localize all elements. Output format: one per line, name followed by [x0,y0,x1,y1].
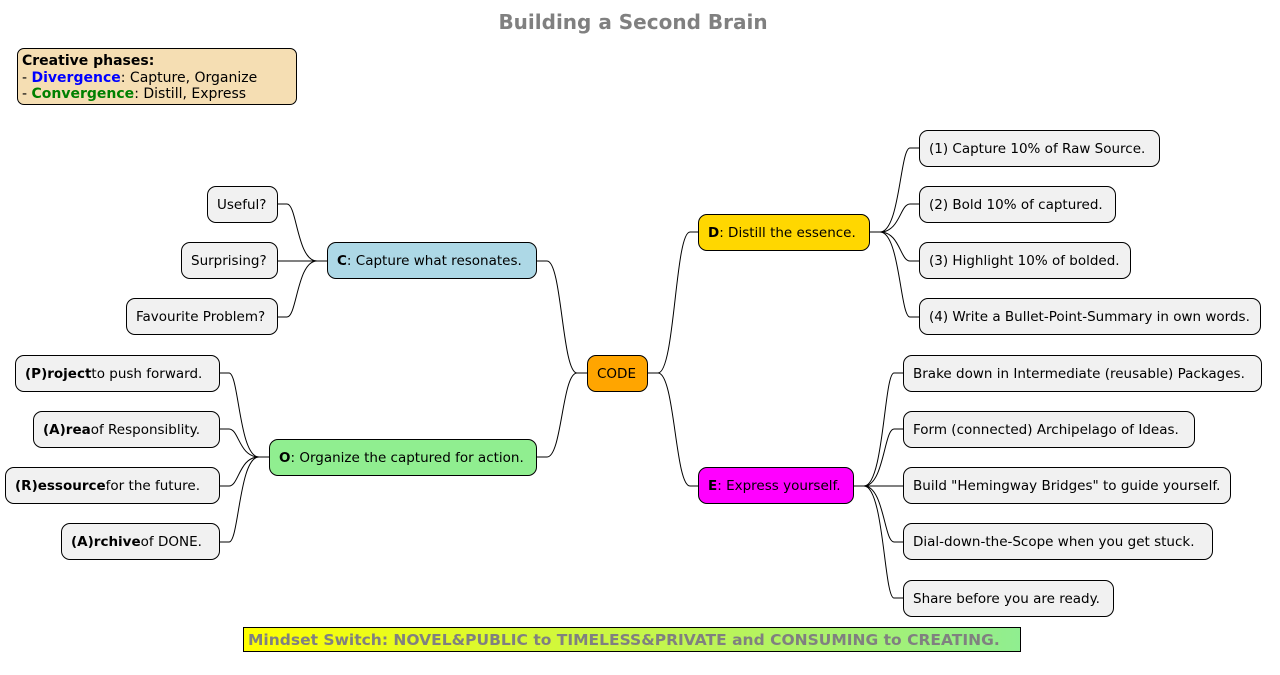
node-label: Surprising? [191,252,267,269]
branch-node-express: E: Express yourself. [698,467,854,504]
mindset-switch-caption: Mindset Switch: NOVEL&PUBLIC to TIMELESS… [243,627,1021,652]
link-d-3 [870,231,919,262]
node-label: (1) Capture 10% of Raw Source. [929,140,1146,157]
link-c-1 [278,203,327,262]
para-key: (A)rea [43,421,91,438]
link-e-2 [854,428,903,487]
node-label: Form (connected) Archipelago of Ideas. [913,421,1179,438]
para-key: (A)rchive [71,533,141,550]
link-root-d [648,231,698,374]
legend-dash: - [22,69,32,86]
express-child-node: Dial-down-the-Scope when you get stuck. [903,523,1213,560]
link-root-e [648,372,698,487]
node-label: for the future. [105,477,200,494]
diagram-title: Building a Second Brain [498,10,768,34]
node-label: to push forward. [91,365,203,382]
capture-child-node: Useful? [207,186,278,223]
legend-box: Creative phases: - Divergence: Capture, … [17,48,297,105]
node-label: (2) Bold 10% of captured. [929,196,1103,213]
organize-child-node: (A)rea of Responsiblity. [33,411,220,448]
link-e-5 [854,485,903,599]
node-label: Useful? [217,196,267,213]
express-child-node: Share before you are ready. [903,580,1114,617]
link-c-3 [278,260,327,318]
legend-convergence-key: Convergence [31,86,135,102]
node-label: of DONE. [140,533,202,550]
legend-divergence-text: : Capture, Organize [120,69,258,86]
express-child-node: Brake down in Intermediate (reusable) Pa… [903,355,1262,392]
branch-label: : Express yourself. [717,477,841,494]
branch-key: O [279,449,291,466]
link-e-1 [854,372,903,487]
footer-text: Mindset Switch: NOVEL&PUBLIC to TIMELESS… [248,630,1000,649]
root-node-code: CODE [587,355,648,392]
legend-line-divergence: - Divergence: Capture, Organize [22,70,296,87]
link-root-o [537,372,587,458]
para-key: (P)roject [25,365,92,382]
distill-child-node: (3) Highlight 10% of bolded. [919,242,1131,279]
branch-key: D [708,224,720,241]
link-root-c [537,260,587,374]
node-label: Dial-down-the-Scope when you get stuck. [913,533,1195,550]
link-o-1 [220,372,269,458]
legend-convergence-text: : Distill, Express [134,86,247,102]
distill-child-node: (2) Bold 10% of captured. [919,186,1116,223]
branch-key: C [337,252,347,269]
node-label: Favourite Problem? [136,308,266,325]
root-label: CODE [597,365,636,382]
link-d-4 [870,231,919,318]
link-o-3 [220,456,269,487]
legend-divergence-key: Divergence [31,69,121,86]
branch-label: : Capture what resonates. [346,252,522,269]
branch-node-distill: D: Distill the essence. [698,214,870,251]
branch-key: E [708,477,718,494]
branch-node-capture: C: Capture what resonates. [327,242,537,279]
link-d-1 [870,147,919,233]
node-label: of Responsiblity. [90,421,201,438]
capture-child-node: Favourite Problem? [126,298,278,335]
branch-node-organize: O: Organize the captured for action. [269,439,537,476]
legend-line-convergence: - Convergence: Distill, Express [22,86,296,103]
express-child-node: Form (connected) Archipelago of Ideas. [903,411,1195,448]
express-child-node: Build "Hemingway Bridges" to guide yours… [903,467,1231,504]
branch-label: : Organize the captured for action. [290,449,524,466]
distill-child-node: (1) Capture 10% of Raw Source. [919,130,1160,167]
node-label: Share before you are ready. [913,590,1100,607]
node-label: Build "Hemingway Bridges" to guide yours… [913,477,1221,494]
organize-child-node: (R)essource for the future. [5,467,220,504]
node-label: (4) Write a Bullet-Point-Summary in own … [929,308,1250,325]
organize-child-node: (A)rchive of DONE. [61,523,220,560]
link-o-4 [220,456,269,543]
branch-label: : Distill the essence. [719,224,856,241]
para-key: (R)essource [15,477,106,494]
legend-dash: - [22,86,32,102]
distill-child-node: (4) Write a Bullet-Point-Summary in own … [919,298,1261,335]
legend-heading: Creative phases: [22,53,155,69]
node-label: (3) Highlight 10% of bolded. [929,252,1120,269]
capture-child-node: Surprising? [181,242,278,279]
node-label: Brake down in Intermediate (reusable) Pa… [913,365,1245,382]
organize-child-node: (P)roject to push forward. [15,355,220,392]
